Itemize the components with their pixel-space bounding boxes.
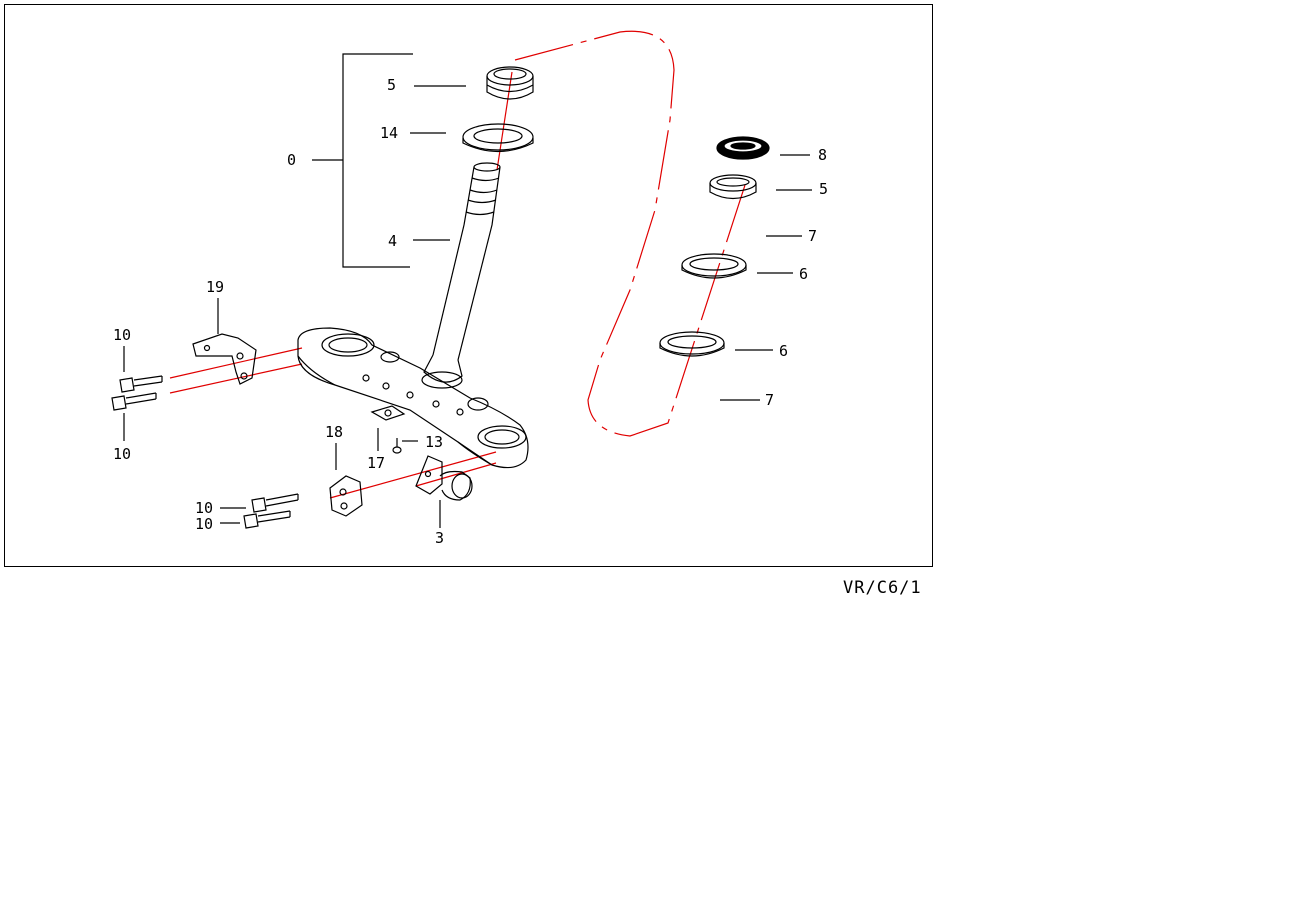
race-lower (659, 331, 725, 357)
callout-4: 4 (388, 232, 397, 250)
callout-5-top: 5 (387, 76, 396, 94)
diagram-frame (4, 4, 933, 567)
leader-lines (123, 85, 812, 528)
callout-18: 18 (325, 423, 343, 441)
callout-8: 8 (818, 146, 827, 164)
callout-7-upper: 7 (808, 227, 817, 245)
bearing-right (709, 174, 757, 200)
callout-10-left-bottom: 10 (113, 445, 131, 463)
race-upper (681, 253, 747, 279)
callout-10-left-top: 10 (113, 326, 131, 344)
lower-triple-clamp (297, 327, 529, 469)
bearing-upper (486, 66, 534, 100)
drawing-code: VR/C6/1 (843, 578, 922, 598)
callout-17: 17 (367, 454, 385, 472)
callout-10-bottom-upper: 10 (195, 499, 213, 517)
callout-13: 13 (425, 433, 443, 451)
callout-3: 3 (435, 529, 444, 547)
callout-5-right: 5 (819, 180, 828, 198)
bolt-left-upper (119, 375, 163, 393)
bracket-upper (192, 333, 257, 385)
screw-small (392, 438, 402, 454)
callout-14: 14 (380, 124, 398, 142)
bolt-left-lower (111, 392, 157, 411)
callout-7-lower: 7 (765, 391, 774, 409)
bolt-bottom-lower (243, 510, 291, 529)
dust-seal (462, 123, 534, 152)
steering-stem (423, 162, 501, 383)
callout-0: 0 (287, 151, 296, 169)
clip (370, 405, 406, 421)
cable-clamp (415, 455, 473, 501)
callout-6-upper: 6 (799, 265, 808, 283)
bracket-lower (329, 475, 363, 517)
bolt-bottom-upper (251, 493, 299, 513)
callout-6-lower: 6 (779, 342, 788, 360)
callout-10-bottom-lower: 10 (195, 515, 213, 533)
assembly-guide-lines (169, 30, 746, 499)
callouts: 5 14 0 4 8 5 7 6 6 7 19 10 10 18 17 13 1… (113, 76, 828, 547)
callout-19: 19 (206, 278, 224, 296)
group-bracket (312, 53, 413, 268)
cap (716, 136, 770, 160)
